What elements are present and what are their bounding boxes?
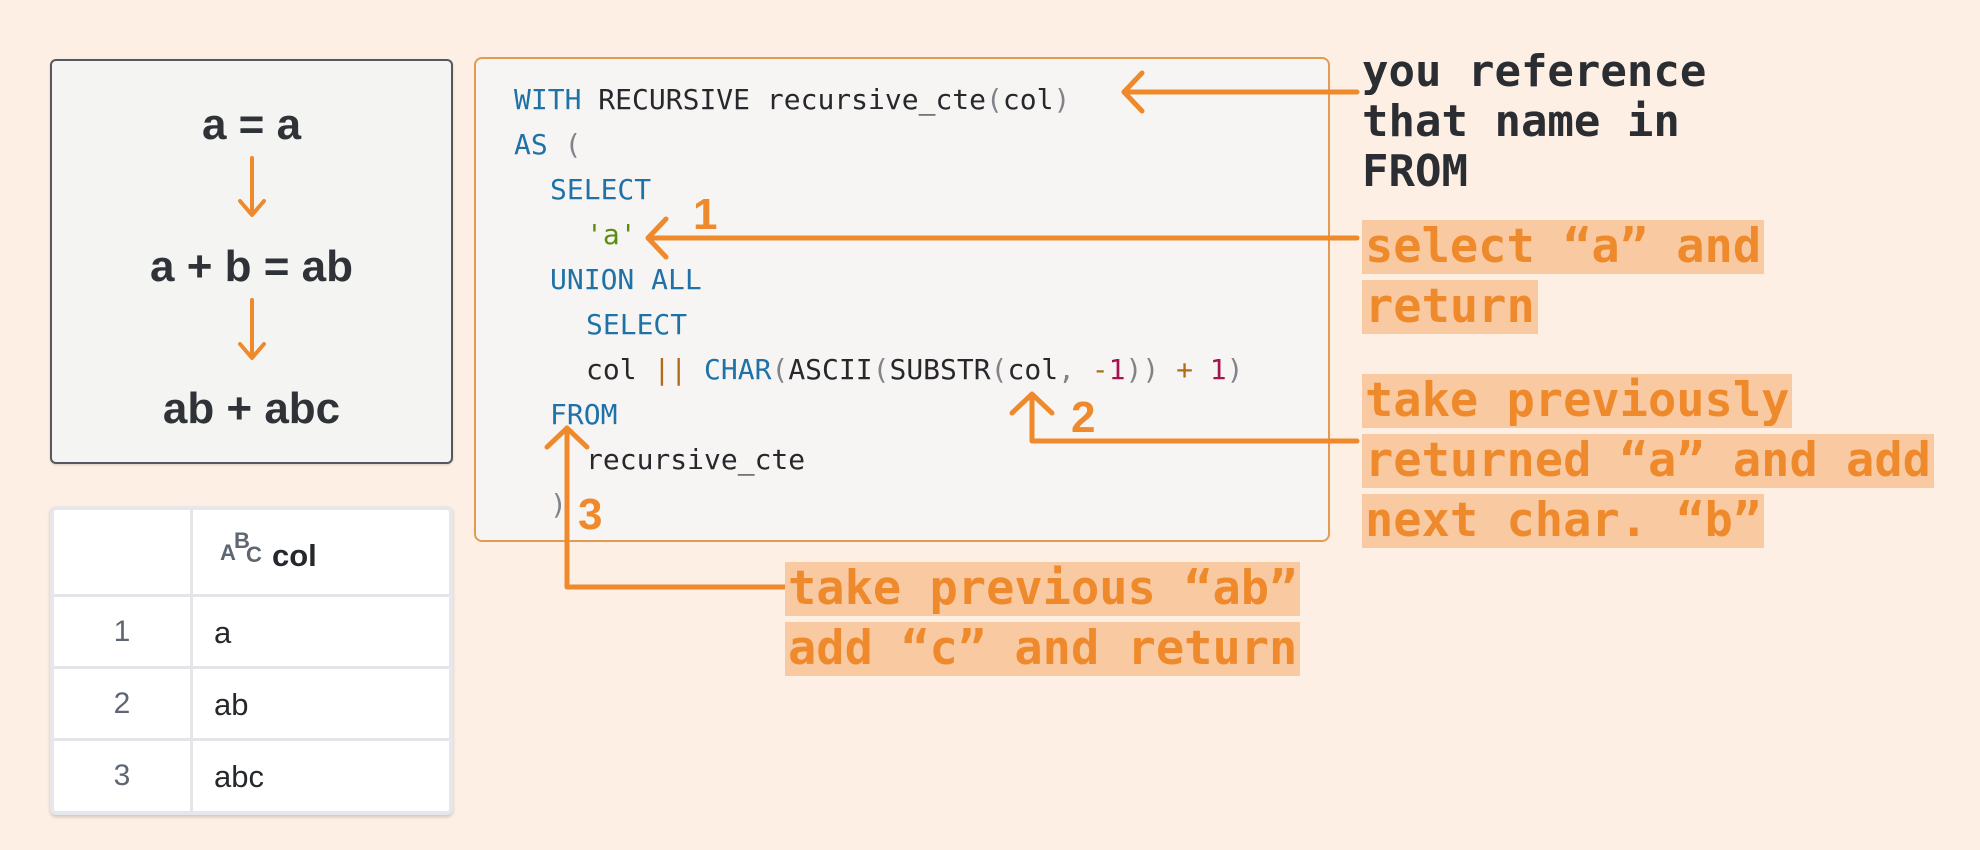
code-line-1: WITH RECURSIVE recursive_cte(col) [514, 83, 1071, 116]
cell-value: a [214, 615, 232, 650]
code-line-7: col || CHAR(ASCII(SUBSTR(col, -1)) + 1) [586, 353, 1244, 386]
row-number: 2 [113, 687, 131, 720]
arrow-head-take-ab [544, 425, 590, 450]
arrow-head-name-ref [1121, 70, 1145, 114]
down-arrow-head-1 [238, 199, 266, 217]
result-table: A B C col 1 a 2 ab 3 abc [50, 506, 453, 815]
code-line-8: FROM [550, 398, 618, 431]
cell-value: abc [214, 759, 264, 794]
note-name-reference: you reference that name in FROM [1362, 46, 1707, 197]
sequence-step-3: ab + abc [162, 384, 341, 433]
cell-value: ab [214, 687, 249, 722]
sequence-arrows [238, 156, 266, 360]
step-number-2: 2 [1071, 393, 1096, 442]
code-line-5: UNION ALL [550, 263, 702, 296]
table-row[interactable]: 2 ab [54, 669, 449, 738]
sequence-step-2: a + b = ab [150, 242, 353, 291]
sequence-card: a = a a + b = ab ab + abc [50, 59, 453, 464]
code-line-3: SELECT [550, 173, 652, 206]
code-line-9: recursive_cte [586, 443, 806, 476]
table-row[interactable]: 1 a [54, 597, 449, 666]
down-arrow-head-2 [238, 342, 266, 360]
row-number: 3 [113, 759, 131, 792]
code-line-6: SELECT [586, 308, 688, 341]
text-type-icon: A B C [220, 528, 262, 567]
arrow-head-take-prev [1009, 391, 1055, 416]
code-line-10: ) [550, 488, 567, 521]
arrow-take-prev [1029, 392, 1360, 444]
code-line-4: 'a' [586, 218, 637, 251]
column-header-col[interactable]: col [272, 538, 317, 573]
step-number-3: 3 [578, 490, 603, 539]
sequence-step-1: a = a [201, 100, 302, 149]
step-number-1: 1 [693, 190, 718, 239]
table-header: A B C col [54, 510, 449, 594]
note-take-ab: take previous “ab” add “c” and return [785, 562, 1301, 682]
note-take-previous: take previously returned “a” and add nex… [1362, 374, 1934, 554]
arrow-head-select-a [645, 216, 669, 260]
code-line-2: AS ( [514, 128, 582, 161]
note-select-a: select “a” and return [1362, 220, 1765, 340]
table-divider [190, 510, 193, 811]
table-row[interactable]: 3 abc [54, 741, 449, 811]
arrow-take-ab [564, 425, 789, 590]
sql-code-block: WITH RECURSIVE recursive_cte(col) AS ( S… [474, 57, 1330, 542]
row-number: 1 [113, 615, 131, 648]
